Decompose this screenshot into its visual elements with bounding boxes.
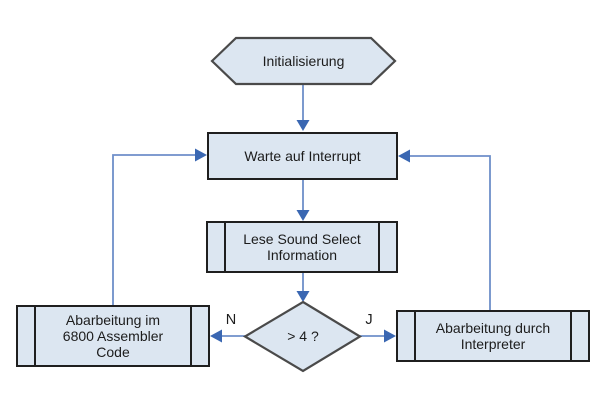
node-label-line: Abarbeitung durch <box>435 320 551 336</box>
arrow-decision-to-interpreter-head <box>384 329 396 343</box>
arrow-assembler-to-wait-head <box>195 148 207 162</box>
arrow-decision-to-assembler-head <box>210 329 222 343</box>
hexagon-shape <box>210 36 397 86</box>
arrow-init-to-wait-head <box>296 120 310 131</box>
node-label-line: Abarbeitung im <box>65 312 161 328</box>
node-warte-auf-interrupt: Warte auf Interrupt <box>207 132 398 180</box>
node-abarbeitung-interpreter: Abarbeitung durch Interpreter <box>396 310 590 362</box>
node-label-text: Warte auf Interrupt <box>244 148 361 164</box>
node-label-text: > 4 ? <box>287 328 319 344</box>
arrow-read-to-decision-head <box>296 291 310 302</box>
node-lese-sound-select: Lese Sound Select Information <box>206 221 398 273</box>
arrow-interpreter-to-wait-line <box>409 155 491 310</box>
node-label-line: Information <box>266 247 338 263</box>
node-decision-label: > 4 ? <box>259 320 347 352</box>
arrow-assembler-to-wait-line <box>112 154 196 305</box>
node-label-text: Initialisierung <box>262 53 345 69</box>
diamond-shape <box>242 300 363 373</box>
node-initialisierung-label: Initialisierung <box>212 44 395 78</box>
branch-label-no: N <box>225 312 237 328</box>
node-label-line: Interpreter <box>460 336 526 352</box>
node-label-line: Lese Sound Select <box>243 231 361 247</box>
node-label-line: Code <box>96 344 130 360</box>
node-abarbeitung-assembler: Abarbeitung im 6800 Assembler Code <box>16 305 210 367</box>
node-label-line: 6800 Assembler <box>62 328 164 344</box>
arrow-wait-to-read-head <box>296 210 310 221</box>
arrow-interpreter-to-wait-head <box>398 149 410 163</box>
branch-label-yes: J <box>365 312 373 328</box>
